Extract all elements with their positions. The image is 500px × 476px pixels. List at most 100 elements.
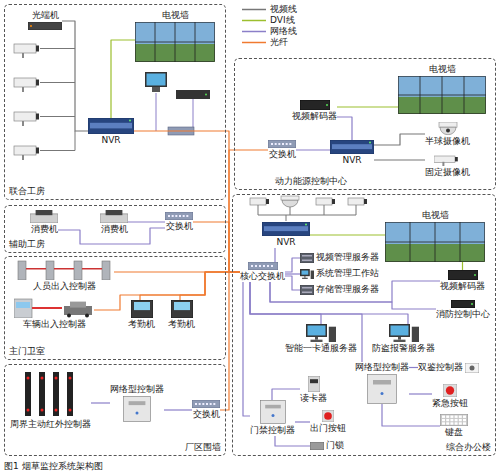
- device-node: 考勤机: [128, 300, 155, 330]
- icon-part: [300, 285, 314, 295]
- device-node: 交换机: [268, 140, 296, 160]
- network-line: [250, 282, 321, 324]
- video-wire: [290, 207, 291, 215]
- icon-part: [179, 215, 181, 217]
- device-label: 网络型控制器: [110, 384, 164, 395]
- icon-part: [310, 442, 324, 450]
- icon-part: [459, 416, 462, 418]
- icon-part: [90, 123, 132, 129]
- device-label: NVR: [276, 237, 295, 248]
- icon-part: [302, 270, 309, 274]
- region-box: 厂区围墙周界主动红外控制器网络型控制器交换机: [4, 364, 226, 456]
- region-box: 主门卫室人员出入控制器车辆出入控制器考勤机考勤机: [4, 256, 226, 360]
- icon-part: [389, 324, 410, 337]
- icon-part: [172, 215, 174, 217]
- pc-icon: [306, 324, 336, 342]
- icon-part: [67, 372, 73, 416]
- camera-lens: [36, 80, 39, 86]
- icon-part: [369, 142, 371, 144]
- icon-part: [271, 143, 273, 145]
- camera-body: [250, 198, 266, 205]
- device-label: 车辆出入控制器: [23, 319, 86, 330]
- icon-part: [289, 143, 291, 145]
- icon-part: [131, 300, 153, 318]
- icon-part: [106, 210, 123, 215]
- icon-part: [305, 224, 307, 226]
- video-line: [62, 21, 88, 131]
- icon-part: [275, 143, 277, 145]
- device-node: 读卡器: [300, 376, 327, 404]
- dvi-line: [310, 234, 385, 235]
- device-label: 视频管理服务器: [316, 252, 379, 263]
- video-wire: [286, 215, 287, 221]
- icon-part: [385, 242, 485, 243]
- icon-part: [398, 337, 401, 340]
- icon-part: [168, 215, 170, 217]
- icon-part: [136, 23, 215, 62]
- device-label: 视频解码器: [440, 281, 485, 292]
- icon-part: [440, 414, 468, 426]
- icon-part: [442, 416, 445, 418]
- icon-part: [68, 409, 71, 412]
- icon-part: [459, 422, 462, 424]
- device-node: 双鉴控制器: [418, 362, 479, 373]
- icon-part: [300, 100, 330, 110]
- icon-part: [399, 77, 486, 114]
- camera-mount: [22, 155, 24, 160]
- icon-part: [450, 422, 453, 424]
- icon-part: [386, 223, 485, 262]
- icon-part: [282, 143, 284, 145]
- icon-part: [68, 377, 71, 380]
- icon-part: [100, 214, 128, 223]
- cam-icon: [434, 155, 462, 166]
- icon-part: [268, 140, 296, 148]
- device-node: 消费机: [100, 210, 128, 235]
- camera-mount: [22, 53, 24, 58]
- icon-part: [251, 265, 253, 267]
- camera-mount: [22, 87, 24, 92]
- icon-part: [439, 122, 457, 127]
- fiber-line: [220, 272, 240, 410]
- camera-group: [250, 196, 367, 221]
- device-label: 周界主动红外控制器: [10, 419, 91, 430]
- icon-part: [373, 380, 391, 385]
- icon-part: [186, 215, 188, 217]
- device-label: 人员出入控制器: [33, 281, 96, 292]
- device-label: 紧急按钮: [432, 398, 468, 409]
- pos-icon: [100, 210, 128, 223]
- region-label: 联合工房: [9, 186, 45, 197]
- video-wire: [40, 82, 75, 83]
- srv-icon: [300, 285, 314, 295]
- network-line: [285, 273, 300, 274]
- tv-icon: [135, 22, 215, 62]
- icon-part: [67, 314, 71, 318]
- camera-group: [14, 44, 75, 160]
- dec-icon: [300, 100, 330, 110]
- region-label: 辅助工房: [9, 239, 45, 250]
- device-node: 光端机: [28, 10, 62, 30]
- icon-part: [85, 314, 89, 318]
- icon-part: [442, 419, 445, 421]
- network-line: [270, 281, 440, 302]
- icon-part: [329, 327, 336, 342]
- icon-part: [262, 222, 310, 236]
- icon-part: [332, 144, 372, 149]
- icon-part: [40, 377, 43, 380]
- icon-part: [455, 157, 458, 161]
- fiber-icon: [28, 22, 62, 30]
- video-wire: [40, 116, 75, 117]
- det-icon: [465, 363, 479, 373]
- video-wire: [40, 48, 75, 49]
- device-node: 存储管理服务器: [300, 284, 379, 295]
- icon-part: [135, 42, 215, 43]
- icon-part: [455, 422, 458, 424]
- device-node: 半球摄像机: [425, 122, 470, 147]
- icon-part: [183, 215, 185, 217]
- icon-part: [465, 363, 479, 373]
- icon-part: [265, 405, 281, 409]
- icon-part: [300, 253, 314, 263]
- network-line: [409, 367, 418, 368]
- icon-part: [28, 22, 62, 30]
- icon-part: [26, 268, 46, 270]
- icon-part: [446, 422, 449, 424]
